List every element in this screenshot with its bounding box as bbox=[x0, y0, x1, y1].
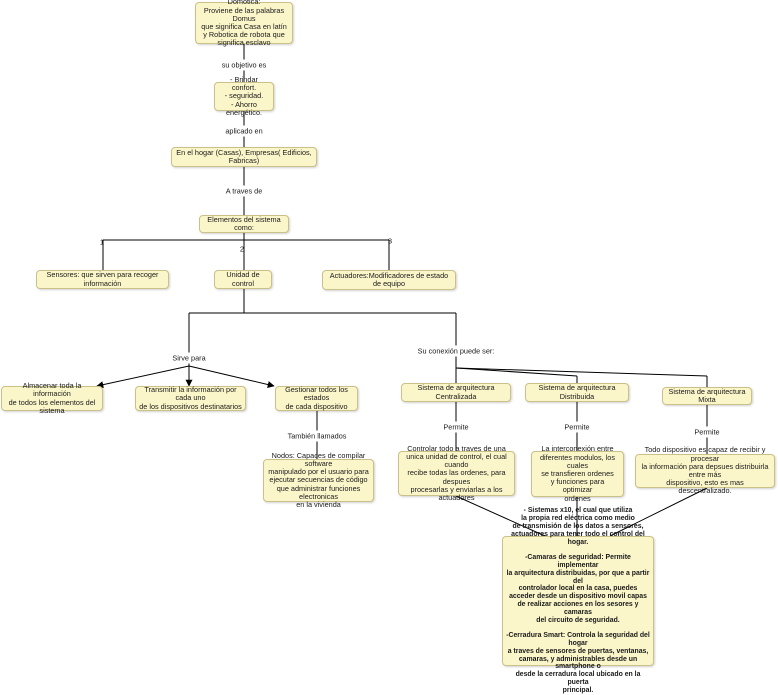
edge-mixta-ejemplos bbox=[609, 487, 708, 537]
edge-conexion-distribuida bbox=[455, 367, 578, 377]
node-arquitectura-distribuida: Sistema de arquitectura Distribuida bbox=[525, 383, 629, 402]
node-transmitir: Transmitir la información por cada uno d… bbox=[135, 386, 246, 411]
label-aplicado-en: aplicado en bbox=[223, 125, 265, 137]
edge-conexion-mixta bbox=[455, 367, 708, 377]
label-su-objetivo-es: su objetivo es bbox=[219, 59, 269, 71]
node-centralizada-desc: Controlar todo a traves de una unica uni… bbox=[398, 444, 515, 502]
label-tambien-llamados: También llamados bbox=[285, 430, 349, 442]
label-permite-mixta: Permite bbox=[692, 426, 722, 438]
node-almacenar: Almacenar toda la información de todos l… bbox=[1, 381, 103, 414]
branch-number-1: 1 bbox=[99, 237, 105, 247]
edge-centralizada-ejemplos bbox=[455, 495, 546, 537]
node-arquitectura-centralizada: Sistema de arquitectura Centralizada bbox=[401, 383, 511, 402]
node-ejemplos: - Sistemas x10, el cual que utiliza la p… bbox=[502, 507, 654, 694]
label-a-traves-de: A traves de bbox=[223, 185, 265, 197]
node-nodos: Nodos: Capaces de compilar software mani… bbox=[263, 451, 374, 509]
label-conexion: Su conexión puede ser: bbox=[415, 345, 497, 357]
node-arquitectura-mixta: Sistema de arquitectura Mixta bbox=[662, 387, 752, 405]
node-distribuida-desc: La interconexión entre diferentes modulo… bbox=[531, 445, 624, 502]
label-permite-centralizada: Permite bbox=[441, 421, 471, 433]
node-actuadores: Actuadores:Modificadores de estado de eq… bbox=[322, 270, 456, 290]
node-unidad-control: Unidad de control bbox=[214, 270, 272, 289]
label-permite-distribuida: Permite bbox=[562, 421, 592, 433]
branch-number-2: 2 bbox=[239, 244, 245, 254]
node-domotica: Domotica: Proviene de las palabras Domus… bbox=[195, 0, 293, 47]
node-mixta-desc: Todo dispositivo es capaz de recibir y p… bbox=[635, 446, 775, 495]
node-sensores: Sensores: que sirven para recoger inform… bbox=[36, 270, 169, 289]
branch-number-3: 3 bbox=[387, 236, 393, 246]
node-gestionar: Gestionar todos los estados de cada disp… bbox=[275, 386, 358, 411]
node-objetivos: - Brindar confort. - seguridad. - Ahorro… bbox=[214, 75, 274, 116]
node-ambitos: En el hogar (Casas), Empresas( Edificios… bbox=[171, 147, 317, 167]
connector-lines bbox=[96, 44, 708, 537]
node-elementos: Elementos del sistema como: bbox=[199, 215, 289, 233]
edge-sirve-almacenar bbox=[96, 365, 190, 389]
edge-sirve-gestionar bbox=[188, 365, 275, 388]
label-sirve-para: Sirve para bbox=[170, 352, 208, 364]
